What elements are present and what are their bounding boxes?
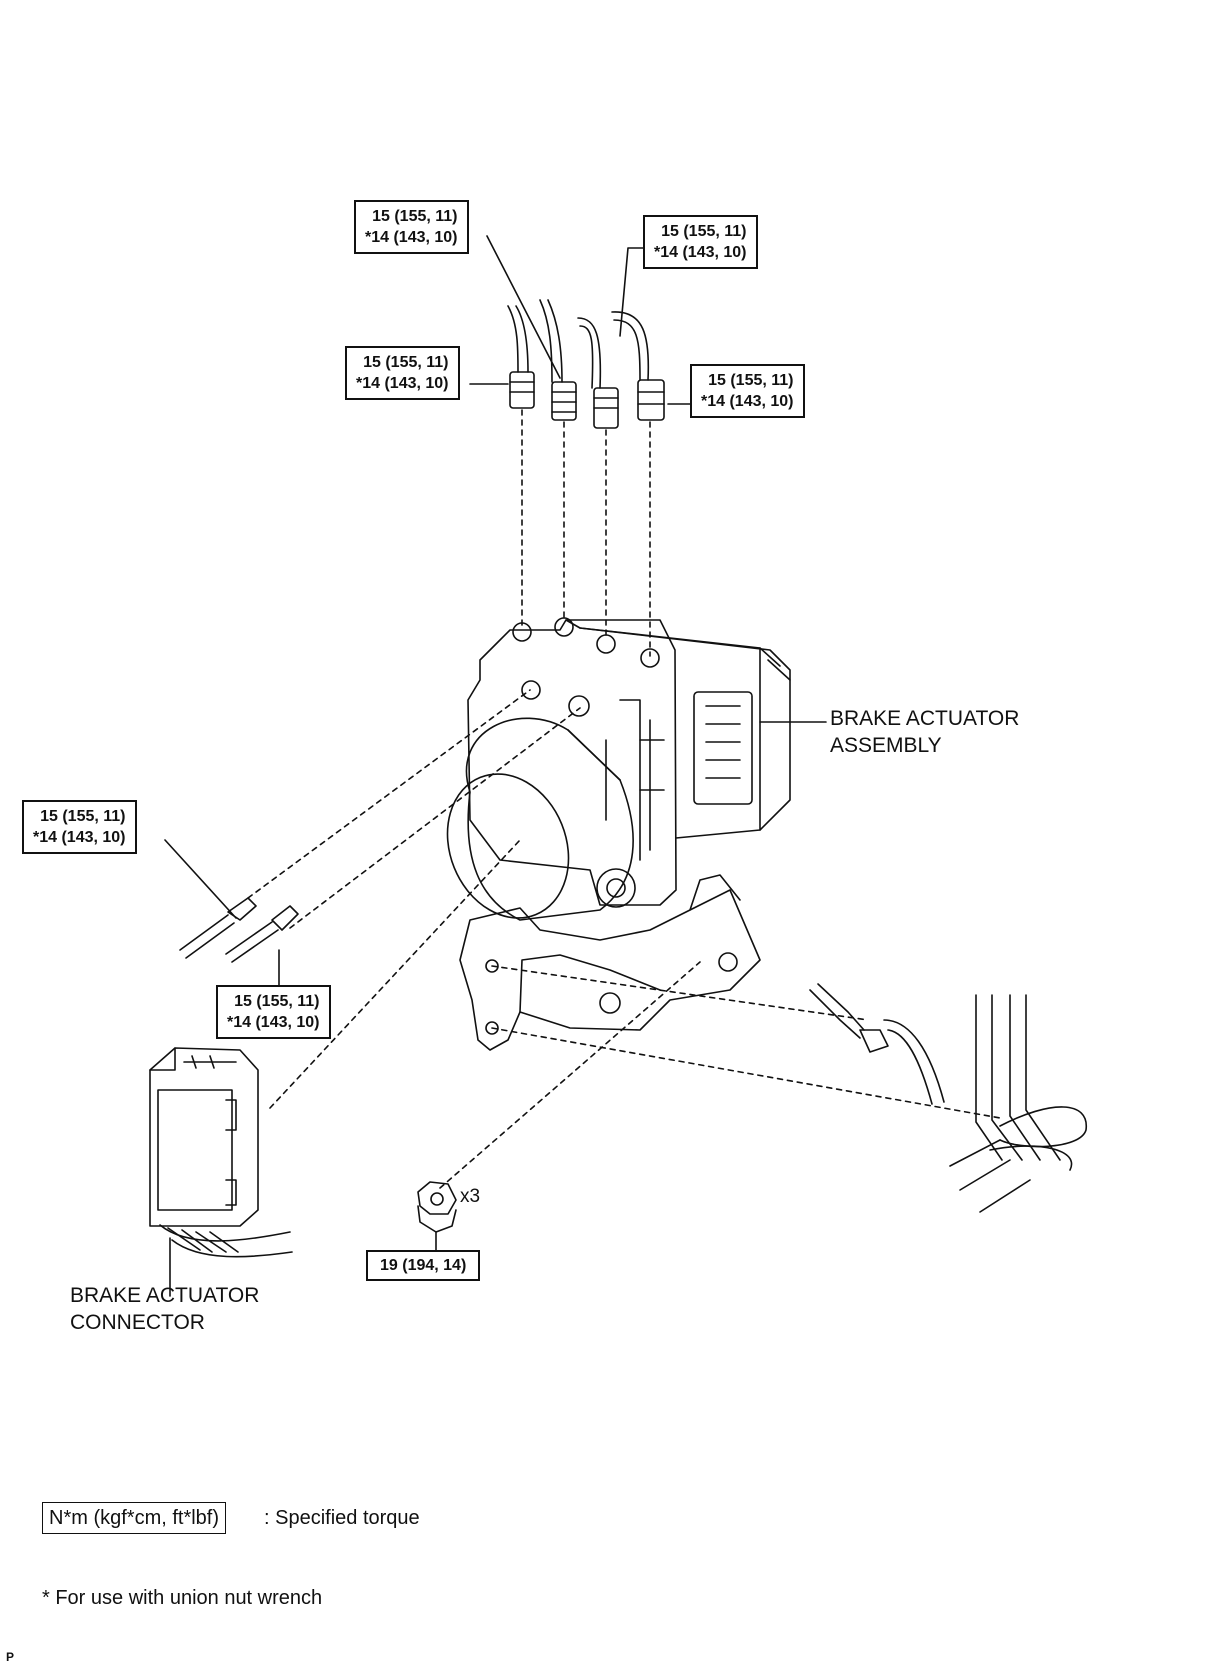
torque-value: 19 (194, 14) <box>380 1257 467 1274</box>
torque-label-nut: 19 (194, 14) <box>366 1250 481 1281</box>
torque-value-union-wrench: *14 (143, 10) <box>365 229 458 246</box>
connector-label: BRAKE ACTUATOR CONNECTOR <box>70 1282 259 1336</box>
actuator-label-line1: BRAKE ACTUATOR <box>830 707 1020 730</box>
nut-quantity-label: x3 <box>460 1186 481 1207</box>
torque-label-mid-left: 15 (155, 11) *14 (143, 10) <box>345 346 460 400</box>
top-brake-tubes <box>507 299 650 389</box>
pump-motor <box>446 717 636 921</box>
part-leaders <box>169 721 827 1297</box>
torque-value: 15 (155, 11) <box>708 372 794 389</box>
torque-value-union-wrench: *14 (143, 10) <box>701 393 794 410</box>
torque-label-top-left: 15 (155, 11) *14 (143, 10) <box>354 200 469 254</box>
torque-label-mid-right: 15 (155, 11) *14 (143, 10) <box>690 364 805 418</box>
leader-lines <box>164 235 691 1251</box>
alignment-lines <box>247 409 1001 1189</box>
corner-mark: P <box>6 1650 15 1664</box>
torque-value: 15 (155, 11) <box>363 354 449 371</box>
actuator-assembly-label: BRAKE ACTUATOR ASSEMBLY <box>830 705 1019 759</box>
torque-value: 15 (155, 11) <box>372 208 458 225</box>
connector-body <box>149 1047 293 1258</box>
torque-value-union-wrench: *14 (143, 10) <box>33 829 126 846</box>
top-union-nuts <box>509 371 665 429</box>
chassis-tubes <box>809 983 1087 1213</box>
actuator-label-line2: ASSEMBLY <box>830 734 942 757</box>
torque-label-side-left: 15 (155, 11) *14 (143, 10) <box>22 800 137 854</box>
union-wrench-footnote: * For use with union nut wrench <box>42 1587 323 1609</box>
mounting-bracket <box>459 874 761 1051</box>
torque-value-union-wrench: *14 (143, 10) <box>227 1014 320 1031</box>
torque-value: 15 (155, 11) <box>234 993 320 1010</box>
side-brake-tubes <box>179 897 299 963</box>
actuator-body <box>467 617 791 906</box>
mounting-nut <box>417 1181 457 1233</box>
torque-unit-legend-box: N*m (kgf*cm, ft*lbf) <box>42 1502 227 1534</box>
torque-value: 15 (155, 11) <box>40 808 126 825</box>
torque-value: 15 (155, 11) <box>661 223 747 240</box>
torque-value-union-wrench: *14 (143, 10) <box>654 244 747 261</box>
torque-value-union-wrench: *14 (143, 10) <box>356 375 449 392</box>
torque-unit-legend-text: : Specified torque <box>264 1507 420 1529</box>
torque-label-top-right: 15 (155, 11) *14 (143, 10) <box>643 215 758 269</box>
connector-label-line2: CONNECTOR <box>70 1311 205 1334</box>
torque-label-side-bottom: 15 (155, 11) *14 (143, 10) <box>216 985 331 1039</box>
connector-label-line1: BRAKE ACTUATOR <box>70 1284 260 1307</box>
